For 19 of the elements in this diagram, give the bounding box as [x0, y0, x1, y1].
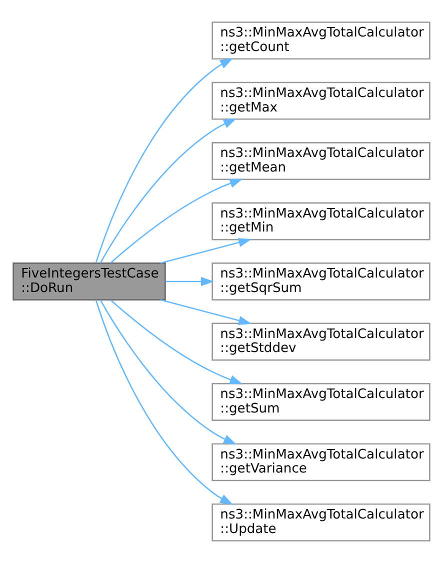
node-box: ns3::MinMaxAvgTotalCalculator ::getStddev	[212, 322, 430, 361]
node-box: ns3::MinMaxAvgTotalCalculator ::Update	[212, 503, 430, 542]
arrow	[166, 276, 214, 286]
arrow	[160, 299, 252, 325]
node-box: ns3::MinMaxAvgTotalCalculator ::getMean	[212, 142, 430, 180]
arrow	[95, 300, 234, 505]
node-box: ns3::MinMaxAvgTotalCalculator ::getSum	[212, 382, 430, 421]
node-box: ns3::MinMaxAvgTotalCalculator ::getSqrSum	[212, 262, 430, 300]
node-box: ns3::MinMaxAvgTotalCalculator ::getMax	[212, 82, 430, 120]
node-box: ns3::MinMaxAvgTotalCalculator ::getVariance	[212, 443, 430, 482]
node-box: ns3::MinMaxAvgTotalCalculator ::getCount	[212, 22, 430, 60]
arrow	[100, 118, 237, 264]
node-box: ns3::MinMaxAvgTotalCalculator ::getMin	[212, 202, 430, 240]
arrow	[110, 300, 243, 384]
arrow	[100, 300, 237, 445]
arrow	[160, 238, 252, 264]
node-box: FiveIntegersTestCase ::DoRun	[12, 262, 166, 300]
arrow	[110, 178, 243, 264]
arrow	[95, 58, 234, 264]
